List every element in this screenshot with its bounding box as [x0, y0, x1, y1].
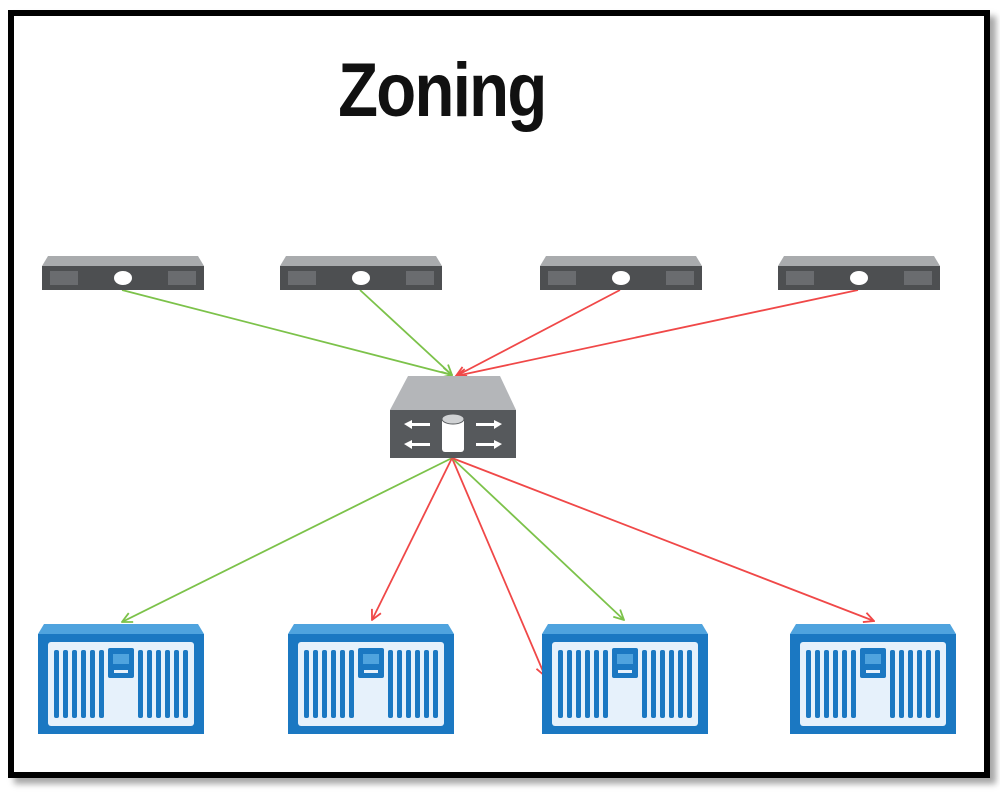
link-server-2-to-switch — [359, 289, 452, 375]
storage-array-icon — [38, 624, 204, 734]
link-server-3-to-switch — [456, 289, 621, 376]
rack-server-icon — [778, 256, 940, 290]
rack-server-icon — [540, 256, 702, 290]
fc-switch-icon — [390, 376, 516, 458]
link-switch-to-storage-2 — [372, 457, 453, 620]
link-switch-to-storage-4 — [451, 457, 874, 621]
rack-server-icon — [280, 256, 442, 290]
diagram-title: Zoning — [338, 48, 547, 133]
link-switch-to-storage-3-blocked — [451, 457, 545, 676]
link-switch-to-storage-1 — [122, 457, 453, 622]
storage-array-icon — [542, 624, 708, 734]
storage-array-icon — [288, 624, 454, 734]
link-server-4-to-switch — [456, 289, 859, 376]
link-server-1-to-switch — [121, 289, 452, 375]
rack-server-icon — [42, 256, 204, 290]
storage-array-icon — [790, 624, 956, 734]
link-switch-to-storage-3-allowed — [451, 457, 624, 620]
